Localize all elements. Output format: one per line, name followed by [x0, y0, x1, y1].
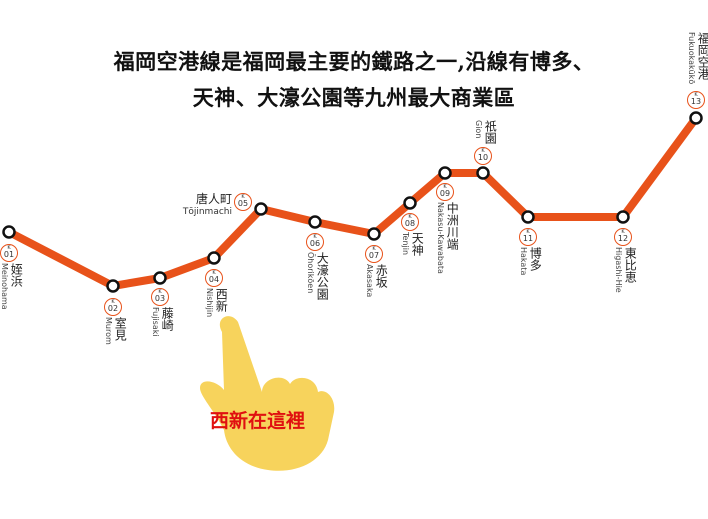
station-number: 01 [3, 250, 15, 259]
station-dot[interactable] [689, 111, 703, 125]
station-dot[interactable] [476, 166, 490, 180]
station-name-jp: 祇園 [483, 120, 498, 144]
station-name-jp: 室見 [113, 317, 128, 341]
station-name-en: Tenjin [401, 232, 410, 256]
station-dot[interactable] [207, 251, 221, 265]
line-prefix: K [408, 214, 412, 220]
station-dot[interactable] [438, 166, 452, 180]
station-dot[interactable] [521, 210, 535, 224]
station-number: 12 [617, 234, 629, 243]
line-prefix: K [7, 245, 11, 251]
station-number: 05 [237, 199, 249, 208]
station-name-jp: 藤崎 [160, 307, 175, 331]
station-name-en: Murom [104, 317, 113, 345]
line-prefix: K [313, 234, 317, 240]
station-name-en: Hakata [519, 247, 528, 276]
station-dot[interactable] [616, 210, 630, 224]
station-number: 02 [107, 304, 119, 313]
station-name-jp: 唐人町 [195, 192, 232, 206]
station-dot[interactable] [308, 215, 322, 229]
station-name-en: Higashi-Hie [614, 247, 623, 293]
line-prefix: K [372, 246, 376, 252]
station-name-jp: 天神 [410, 232, 425, 256]
station-number: 06 [309, 239, 321, 248]
station-name-en: Akasaka [365, 264, 374, 298]
station-dot[interactable] [254, 202, 268, 216]
station-number: 11 [522, 234, 534, 243]
line-prefix: K [443, 184, 447, 190]
station-number: 08 [404, 219, 416, 228]
title-line-1: 福岡空港線是福岡最主要的鐵路之一,沿線有博多、 [113, 49, 595, 74]
station-name-en: Fukuokakūkō [687, 32, 696, 85]
station-dot[interactable] [403, 196, 417, 210]
line-prefix: K [694, 92, 698, 98]
line-prefix: K [158, 289, 162, 295]
station-name-jp: 中洲川端 [445, 202, 460, 250]
station-dot[interactable] [106, 279, 120, 293]
line-prefix: K [241, 194, 245, 200]
station-number: 09 [439, 189, 451, 198]
title-line-2: 天神、大濠公園等九州最大商業區 [192, 85, 516, 110]
station-dot[interactable] [153, 271, 167, 285]
line-prefix: K [481, 148, 485, 154]
station-name-jp: 姪浜 [9, 263, 24, 287]
station-name-jp: 大濠公園 [315, 252, 330, 300]
station-name-en: Meinohama [0, 263, 9, 310]
station-name-en: Nishijin [205, 288, 214, 318]
station-name-jp: 福岡空港 [696, 32, 708, 80]
station-number: 10 [477, 153, 489, 162]
station-name-en: Tōjinmachi [182, 207, 232, 217]
line-prefix: K [526, 229, 530, 235]
pointing-hand-icon [200, 316, 335, 471]
station-number: 04 [208, 275, 220, 284]
station-name-jp: 博多 [528, 247, 543, 271]
line-prefix: K [111, 299, 115, 305]
station-name-jp: 東比恵 [623, 247, 638, 283]
route-line [7, 115, 700, 290]
station-name-jp: 西新 [214, 288, 229, 312]
station-name-en: Nakasu-Kawabata [436, 202, 445, 274]
station-number: 07 [368, 251, 380, 260]
station-name-en: Gion [474, 120, 483, 139]
line-prefix: K [212, 270, 216, 276]
station-dot[interactable] [367, 227, 381, 241]
station-name-en: Fujisaki [151, 307, 160, 337]
station-number: 03 [154, 294, 166, 303]
station-name-en: Ōhorikōen [306, 252, 315, 294]
station-dot[interactable] [2, 225, 16, 239]
line-prefix: K [621, 229, 625, 235]
station-name-jp: 赤坂 [374, 264, 389, 288]
station-number: 13 [690, 97, 702, 106]
annotation-text: 西新在這裡 [210, 410, 306, 432]
